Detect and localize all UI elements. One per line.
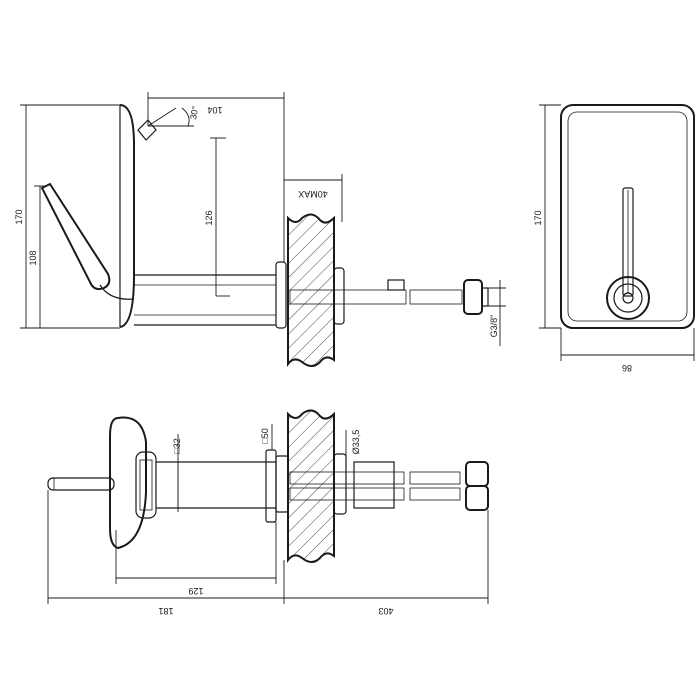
dim-square32-label: □32 [172, 438, 182, 453]
dim-diameter-label: Ø33,5 [351, 430, 361, 455]
faucet-body-outline [119, 104, 135, 328]
dim-thread-label: G3/8" [489, 315, 499, 338]
plan-wall-section [288, 410, 334, 562]
plan-body [109, 416, 147, 550]
front-lever-base [606, 276, 650, 320]
dim-129-label: 129 [188, 586, 203, 596]
plan-view: □32 □50 Ø33,5 129 181 403 [47, 409, 489, 616]
dim-108-label: 108 [28, 250, 38, 265]
dim-86-label: 86 [622, 363, 632, 373]
plan-lever [47, 477, 115, 491]
plan-hose-1 [289, 471, 405, 485]
front-lever [622, 187, 634, 297]
dim-40max-label: 40MAX [298, 189, 328, 199]
spout-aerator [137, 119, 157, 141]
wall-flange [275, 261, 287, 329]
front-view: 170 86 [533, 104, 695, 373]
plan-nut-1 [465, 461, 489, 487]
plan-nut-2 [465, 485, 489, 511]
dim-170-side-label: 170 [14, 209, 24, 224]
lever-handle [40, 182, 111, 291]
dim-126-label: 126 [204, 210, 214, 225]
dim-181-label: 181 [158, 606, 173, 616]
hose-braided [343, 289, 407, 305]
dim-170-front-label: 170 [533, 210, 543, 225]
faucet-front-body [560, 104, 695, 329]
plan-hose-2 [289, 487, 405, 501]
dim-403-label: 403 [378, 606, 393, 616]
hose-nut [463, 279, 483, 315]
dim-104-label: 104 [207, 105, 222, 115]
dim-angle-label: 30° [188, 105, 200, 121]
side-view: 104 30° 126 40MAX 170 108 G3/8" [14, 92, 506, 367]
dim-square50-label: □50 [260, 428, 270, 443]
